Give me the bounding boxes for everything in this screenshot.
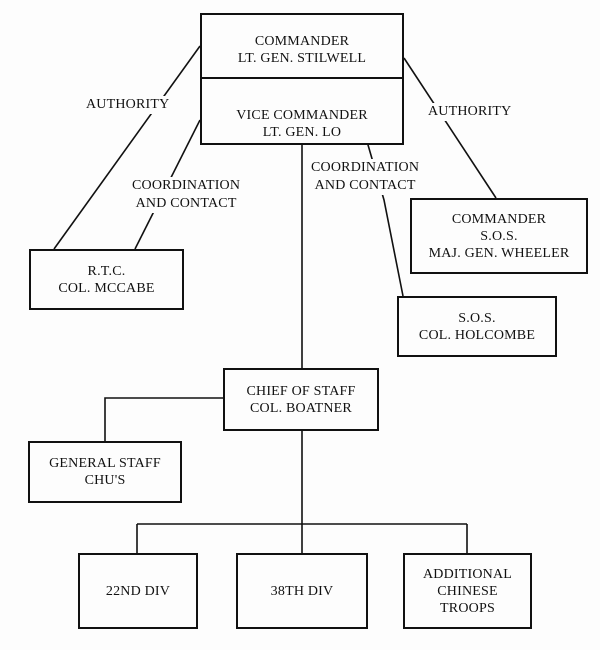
sos-commander-title: COMMANDER <box>451 211 547 227</box>
general-staff-name: CHU'S <box>84 473 126 488</box>
vice-commander-title: VICE COMMANDER <box>236 108 368 123</box>
general-staff-line <box>104 397 223 441</box>
22nd-div-box: 22ND DIV <box>78 553 198 629</box>
sos-title: S.O.S. <box>458 310 496 326</box>
rtc-title: R.T.C. <box>87 263 126 279</box>
commander-name: LT. GEN. STILWELL <box>237 51 367 66</box>
commander-box: COMMANDER LT. GEN. STILWELL VICE COMMAND… <box>200 13 404 145</box>
coordination-right-line1: COORDINATION <box>311 160 420 175</box>
additional-line3: TROOPS <box>440 600 495 616</box>
38th-div-box: 38TH DIV <box>236 553 368 629</box>
sos-commander-unit: S.O.S. <box>480 228 518 244</box>
rtc-name: COL. MCCABE <box>58 280 155 296</box>
commander-vice-divider <box>202 77 402 79</box>
commander-title: COMMANDER <box>254 34 350 49</box>
additional-line2: CHINESE <box>437 583 498 599</box>
chief-of-staff-title: CHIEF OF STAFF <box>246 383 356 399</box>
general-staff-box: GENERAL STAFF CHU'S <box>28 441 182 503</box>
authority-label-right: AUTHORITY <box>426 103 514 121</box>
rtc-box: R.T.C. COL. MCCABE <box>29 249 184 310</box>
sos-box: S.O.S. COL. HOLCOMBE <box>397 296 557 357</box>
authority-line-right <box>403 57 497 199</box>
sos-commander-box: COMMANDER S.O.S. MAJ. GEN. WHEELER <box>410 198 588 274</box>
coordination-right-line2: AND CONTACT <box>314 178 416 193</box>
22nd-div-label: 22ND DIV <box>105 583 171 599</box>
vice-commander-name: LT. GEN. LO <box>262 125 342 140</box>
authority-label-left: AUTHORITY <box>84 96 172 114</box>
coordination-left-line2: AND CONTACT <box>135 196 237 211</box>
coordination-label-left: COORDINATION AND CONTACT <box>130 177 243 213</box>
sos-name: COL. HOLCOMBE <box>418 327 536 343</box>
additional-chinese-troops-box: ADDITIONAL CHINESE TROOPS <box>403 553 532 629</box>
coordination-label-right: COORDINATION AND CONTACT <box>309 159 422 195</box>
coordination-left-line1: COORDINATION <box>132 178 241 193</box>
general-staff-title: GENERAL STAFF <box>49 456 161 471</box>
additional-line1: ADDITIONAL <box>422 566 513 582</box>
sos-commander-name: MAJ. GEN. WHEELER <box>428 245 570 261</box>
authority-line-left <box>53 45 201 250</box>
chief-of-staff-name: COL. BOATNER <box>250 400 352 416</box>
38th-div-label: 38TH DIV <box>270 583 334 599</box>
coordination-line-right <box>365 137 404 297</box>
chief-of-staff-box: CHIEF OF STAFF COL. BOATNER <box>223 368 379 431</box>
